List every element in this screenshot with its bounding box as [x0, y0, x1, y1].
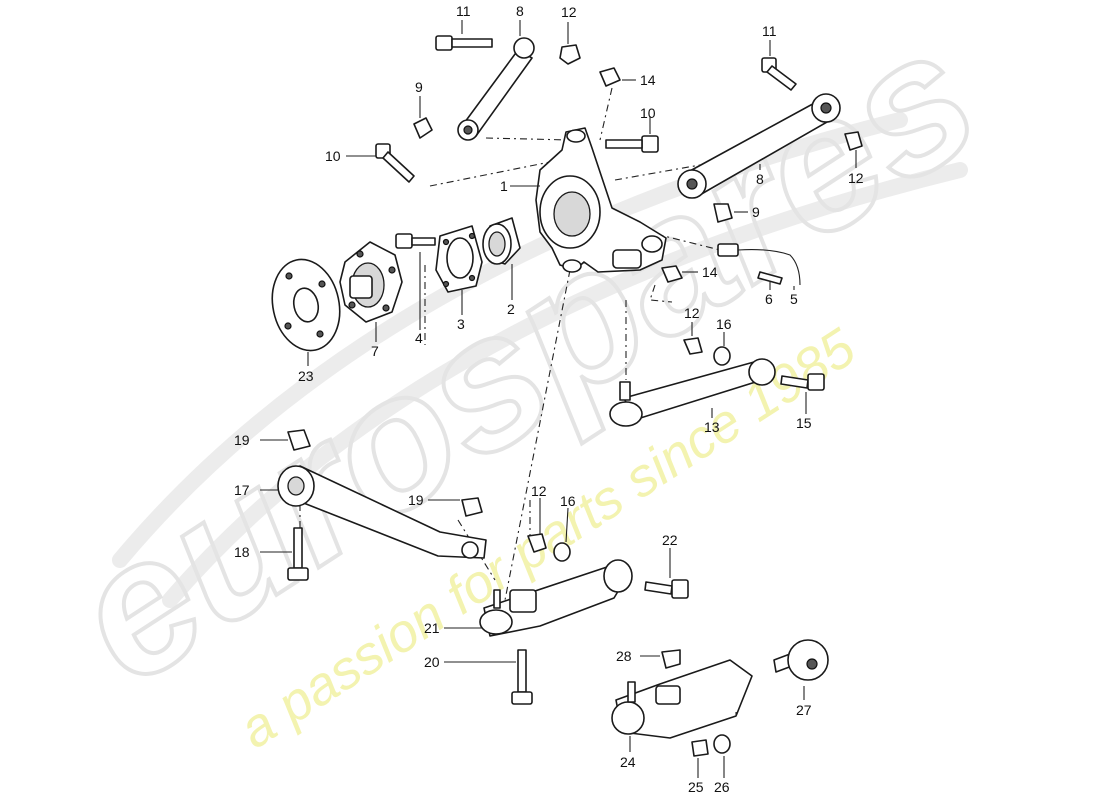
callout-5: 5 — [790, 291, 798, 307]
callout-4: 4 — [415, 330, 423, 346]
upper-link-right — [677, 93, 841, 199]
hub-bolt — [395, 233, 436, 249]
nut-19-mid — [461, 497, 483, 517]
callout-19: 19 — [408, 492, 424, 508]
bolt-10-right — [605, 135, 659, 153]
callout-19: 19 — [234, 432, 250, 448]
callout-21: 21 — [424, 620, 440, 636]
nut-12-mid — [683, 337, 703, 355]
callout-24: 24 — [620, 754, 636, 770]
callout-12: 12 — [561, 4, 577, 20]
callout-16: 16 — [560, 493, 576, 509]
callout-11: 11 — [762, 23, 777, 39]
callout-26: 26 — [714, 779, 730, 795]
bolt-15 — [780, 373, 825, 391]
callout-9: 9 — [752, 204, 760, 220]
callout-23: 23 — [298, 368, 314, 384]
wheel-bearing — [482, 217, 521, 265]
ball-joint-27 — [773, 639, 829, 681]
watermark: eurospares a passion for parts since 198… — [35, 0, 1014, 760]
brake-disc-spacer — [271, 258, 341, 352]
nut-14-mid — [661, 265, 683, 283]
bolt-22 — [644, 579, 689, 599]
callouts: 11 8 12 14 9 10 10 1 11 8 12 9 14 4 3 2 … — [234, 3, 864, 795]
callout-8: 8 — [516, 3, 524, 19]
washer-16-low — [553, 542, 571, 562]
callout-20: 20 — [424, 654, 440, 670]
callout-7: 7 — [371, 343, 379, 359]
callout-2: 2 — [507, 301, 515, 317]
nut-12-right — [844, 131, 863, 151]
control-arm-24 — [611, 659, 753, 739]
callout-11: 11 — [456, 3, 471, 19]
nut-12-low — [527, 533, 547, 553]
callout-3: 3 — [457, 316, 465, 332]
callout-12: 12 — [531, 483, 547, 499]
speed-sensor — [717, 243, 801, 286]
wheel-carrier — [535, 127, 667, 273]
nut-25 — [691, 739, 709, 757]
callout-10: 10 — [325, 148, 341, 164]
callout-13: 13 — [704, 419, 720, 435]
washer-26 — [713, 734, 731, 754]
trailing-link — [277, 465, 487, 559]
callout-15: 15 — [796, 415, 812, 431]
washer-16-mid — [713, 346, 731, 366]
bearing-plate — [435, 225, 483, 293]
bolt-18 — [287, 527, 309, 581]
upper-link-left — [457, 37, 535, 141]
callout-14: 14 — [640, 72, 656, 88]
lower-wishbone — [479, 559, 633, 637]
nut-19-left — [287, 429, 311, 451]
callout-17: 17 — [234, 482, 250, 498]
callout-22: 22 — [662, 532, 678, 548]
upper-link-left-bolt — [435, 35, 493, 51]
leader-lines — [260, 20, 857, 778]
callout-9: 9 — [415, 79, 423, 95]
callout-6: 6 — [765, 291, 773, 307]
bolt-11-right — [761, 57, 797, 91]
callout-18: 18 — [234, 544, 250, 560]
nut-9-right — [713, 203, 733, 223]
callout-14: 14 — [702, 264, 718, 280]
sensor-28 — [661, 649, 681, 669]
nut-14-top — [599, 67, 621, 87]
callout-27: 27 — [796, 702, 812, 718]
callout-16: 16 — [716, 316, 732, 332]
callout-12: 12 — [684, 305, 700, 321]
callout-12: 12 — [848, 170, 864, 186]
washer-9-left — [413, 117, 433, 139]
bolt-20 — [511, 649, 533, 705]
callout-10: 10 — [640, 105, 656, 121]
wheel-hub-flange — [339, 241, 403, 323]
bolt-10-left — [375, 143, 415, 183]
toe-link — [609, 358, 776, 427]
nut-12-top — [559, 44, 581, 65]
callout-8: 8 — [756, 171, 764, 187]
callout-25: 25 — [688, 779, 704, 795]
callout-1: 1 — [500, 178, 508, 194]
callout-28: 28 — [616, 648, 632, 664]
